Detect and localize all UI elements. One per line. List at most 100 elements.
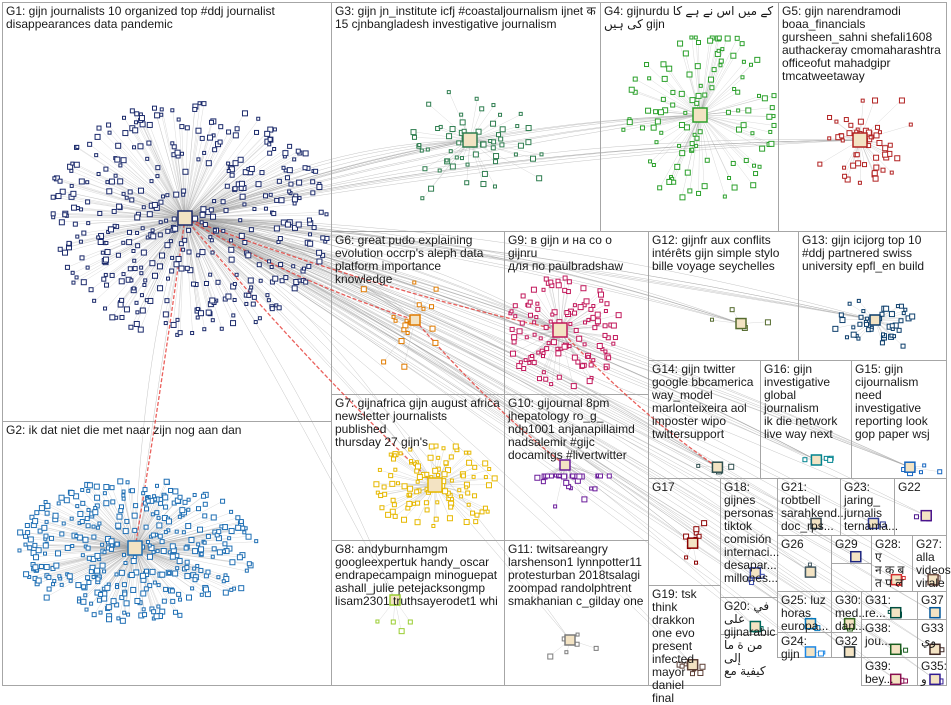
node-g2[interactable] — [60, 583, 63, 586]
node-g1[interactable] — [117, 204, 122, 209]
node-g4[interactable] — [746, 108, 751, 113]
node-g7[interactable] — [473, 494, 477, 498]
node-g7[interactable] — [408, 486, 413, 491]
node-g8[interactable] — [376, 620, 379, 623]
node-g5[interactable] — [874, 165, 879, 170]
node-g2[interactable] — [124, 562, 127, 565]
node-g9[interactable] — [536, 302, 539, 305]
node-g2[interactable] — [35, 511, 39, 515]
node-g1[interactable] — [268, 137, 272, 141]
node-g2[interactable] — [203, 502, 207, 506]
node-g5[interactable] — [873, 98, 878, 103]
node-g4[interactable] — [719, 64, 722, 67]
node-g1[interactable] — [88, 142, 92, 146]
node-g1[interactable] — [122, 241, 125, 244]
node-g1[interactable] — [58, 179, 62, 183]
node-g1[interactable] — [243, 240, 247, 244]
node-g2[interactable] — [193, 549, 198, 554]
node-g1[interactable] — [89, 288, 93, 292]
node-g2[interactable] — [98, 522, 101, 525]
node-g2[interactable] — [36, 578, 41, 583]
node-g6[interactable] — [394, 319, 397, 322]
node-g1[interactable] — [307, 218, 311, 222]
node-g2[interactable] — [122, 497, 125, 500]
node-g8[interactable] — [408, 620, 412, 624]
node-g2[interactable] — [92, 576, 95, 579]
node-g9[interactable] — [587, 355, 590, 358]
node-g13[interactable] — [833, 326, 838, 331]
node-g3[interactable] — [491, 146, 495, 150]
node-g2[interactable] — [28, 537, 33, 542]
node-g3[interactable] — [494, 160, 498, 164]
node-g5[interactable] — [883, 152, 888, 157]
node-g2[interactable] — [170, 589, 174, 593]
node-g2[interactable] — [85, 608, 88, 611]
node-g19[interactable] — [700, 664, 705, 669]
node-g4[interactable] — [740, 42, 744, 46]
node-g9[interactable] — [545, 347, 549, 351]
node-g2[interactable] — [126, 481, 129, 484]
node-g1[interactable] — [268, 151, 272, 155]
node-g1[interactable] — [141, 250, 146, 255]
node-g1[interactable] — [296, 149, 300, 153]
node-g7[interactable] — [416, 501, 420, 505]
node-g2[interactable] — [156, 484, 159, 487]
node-g1[interactable] — [272, 212, 276, 216]
node-g2[interactable] — [82, 585, 86, 589]
node-g2[interactable] — [200, 553, 203, 556]
node-g5[interactable] — [877, 140, 882, 145]
node-g7[interactable] — [432, 524, 435, 527]
node-g3[interactable] — [526, 140, 531, 145]
node-g9[interactable] — [573, 304, 576, 307]
node-g2[interactable] — [109, 539, 114, 544]
node-g2[interactable] — [69, 490, 74, 495]
node-g1[interactable] — [200, 212, 205, 217]
node-g2[interactable] — [170, 554, 175, 559]
node-g2[interactable] — [99, 611, 102, 614]
node-g1[interactable] — [254, 321, 257, 324]
node-g1[interactable] — [219, 125, 223, 129]
node-g2[interactable] — [42, 525, 47, 530]
node-g1[interactable] — [274, 226, 279, 231]
node-g1[interactable] — [98, 211, 102, 215]
node-g1[interactable] — [197, 158, 200, 161]
node-g3[interactable] — [450, 127, 455, 132]
node-g4[interactable] — [662, 76, 667, 81]
node-g1[interactable] — [179, 266, 184, 271]
node-g1[interactable] — [171, 322, 176, 327]
node-g4[interactable] — [712, 68, 716, 72]
node-g7[interactable] — [492, 476, 497, 481]
node-g2[interactable] — [230, 560, 235, 565]
hub-node-g6[interactable] — [410, 315, 420, 325]
node-g2[interactable] — [94, 484, 99, 489]
node-g2[interactable] — [99, 592, 103, 596]
node-g3[interactable] — [492, 104, 495, 107]
node-g2[interactable] — [111, 500, 115, 504]
node-g1[interactable] — [128, 190, 132, 194]
node-g9[interactable] — [510, 327, 514, 331]
node-g2[interactable] — [223, 550, 226, 553]
node-g1[interactable] — [203, 151, 206, 154]
node-g1[interactable] — [201, 207, 206, 212]
node-g1[interactable] — [208, 135, 213, 140]
node-g9[interactable] — [528, 361, 531, 364]
node-g1[interactable] — [151, 229, 154, 232]
node-g9[interactable] — [556, 347, 559, 350]
node-g8[interactable] — [391, 620, 395, 624]
node-g2[interactable] — [197, 543, 200, 546]
node-g16[interactable] — [828, 457, 833, 462]
node-g3[interactable] — [493, 185, 496, 188]
node-g13[interactable] — [858, 322, 862, 326]
node-g2[interactable] — [193, 578, 197, 582]
node-g9[interactable] — [584, 299, 589, 304]
node-g2[interactable] — [166, 519, 171, 524]
node-g2[interactable] — [158, 534, 162, 538]
node-g3[interactable] — [465, 181, 469, 185]
node-g1[interactable] — [317, 250, 322, 255]
node-g6[interactable] — [417, 303, 421, 307]
node-g9[interactable] — [533, 321, 536, 324]
node-g2[interactable] — [157, 584, 160, 587]
node-g4[interactable] — [758, 165, 761, 168]
node-g7[interactable] — [428, 455, 433, 460]
node-g7[interactable] — [458, 489, 461, 492]
